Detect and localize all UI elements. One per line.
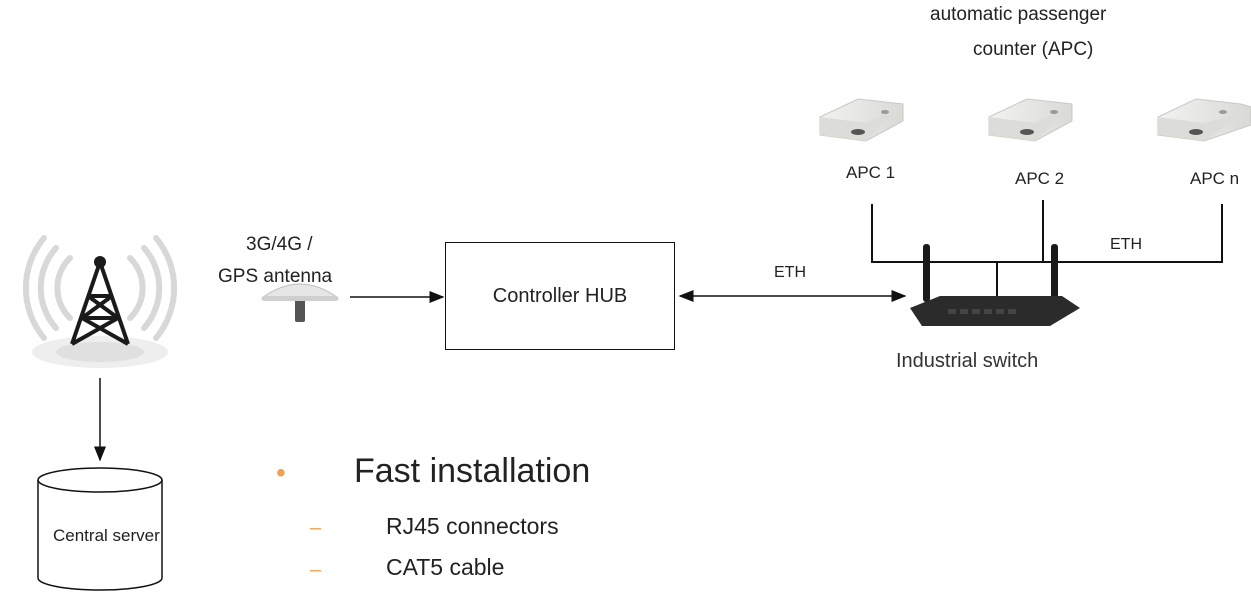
cell-tower-icon [22, 235, 178, 368]
eth-label-hub: ETH [774, 264, 806, 281]
antenna-label-line2: GPS antenna [218, 266, 333, 287]
bullet-dot: • [276, 457, 286, 488]
apc-n-label: APC n [1190, 169, 1240, 188]
eth-label-top: ETH [1110, 236, 1142, 253]
notes-heading: Fast installation [354, 452, 591, 490]
apc-2-sensor-icon [988, 98, 1073, 142]
dash-marker: – [310, 517, 322, 539]
controller-hub-label: Controller HUB [492, 284, 628, 307]
router-icon [910, 244, 1080, 326]
apc-2-label: APC 2 [1015, 169, 1065, 188]
antenna-label-line1: 3G/4G / [246, 234, 313, 255]
notes-item: RJ45 connectors [386, 513, 559, 539]
apc-n-sensor-icon [1157, 98, 1251, 142]
controller-hub-box: Controller HUB [445, 242, 675, 350]
apc-title-line2: counter (APC) [973, 39, 1094, 60]
apc-1-label: APC 1 [846, 163, 896, 182]
dash-marker: – [310, 559, 322, 581]
notes-item: CAT5 cable [386, 554, 505, 580]
server-cylinder [37, 467, 163, 591]
central-server-label: Central server [53, 526, 160, 545]
apc-bus [871, 200, 1223, 296]
apc-title-line1: automatic passenger [930, 4, 1107, 25]
industrial-switch-label: Industrial switch [896, 350, 1039, 372]
apc-1-sensor-icon [819, 98, 904, 142]
gps-antenna-icon [260, 283, 340, 322]
